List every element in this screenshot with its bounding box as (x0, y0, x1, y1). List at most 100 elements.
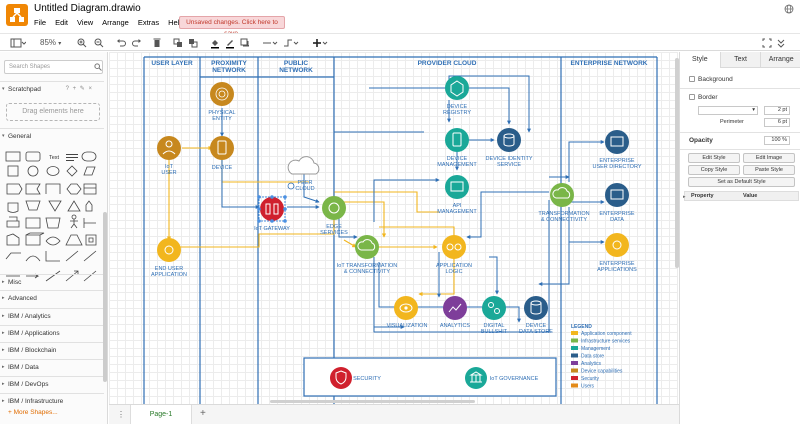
node-analytics[interactable]: ANALYTICS (440, 296, 470, 329)
label-line2: BULLSHIT (481, 329, 508, 335)
security-governance-group[interactable]: SECURITY IoT GOVERNANCE (303, 357, 557, 397)
section-ibm-applications[interactable]: ▸IBM / Applications (0, 325, 104, 341)
node-peer-cloud[interactable]: PEER CLOUD (287, 156, 320, 192)
legend[interactable]: LEGEND Application componentInfrastructu… (571, 324, 632, 390)
section-misc[interactable]: ▸Misc (0, 274, 104, 290)
tab-arrange[interactable]: Arrange (760, 52, 800, 68)
node-enterprise-user-directory[interactable]: ENTERPRISE USER DIRECTORY (592, 130, 642, 170)
sidebar-toggle-icon[interactable] (10, 37, 26, 49)
node-end-user-application[interactable]: END USER APPLICATION (151, 238, 187, 278)
swimlanes (143, 56, 658, 404)
scratchpad-tools[interactable]: ? + ✎ × (65, 86, 93, 92)
collapse-panel-icon[interactable] (776, 37, 786, 49)
enterprise-data-icon (605, 183, 629, 207)
add-page-icon[interactable]: + (200, 408, 206, 419)
menu-extras[interactable]: Extras (137, 18, 160, 27)
line-color-icon[interactable] (225, 37, 235, 49)
border-width-input[interactable]: 2 pt (764, 106, 790, 115)
zoom-out-icon[interactable] (94, 37, 104, 49)
tab-text[interactable]: Text (719, 52, 761, 68)
fingerprint-icon (210, 82, 234, 106)
format-panel: Style Text Arrange Background Border ▾ 2… (679, 52, 800, 424)
section-advanced[interactable]: ▸Advanced (0, 290, 104, 306)
scratchpad-drop-area[interactable]: Drag elements here (6, 103, 100, 121)
node-enterprise-data[interactable]: ENTERPRISE DATA (599, 183, 635, 223)
menu-arrange[interactable]: Arrange (102, 18, 129, 27)
node-transformation-connectivity[interactable]: TRANSFORMATION & CONNECTIVITY (538, 183, 590, 223)
perimeter-input[interactable]: 6 pt (764, 118, 790, 127)
copy-style-button[interactable]: Copy Style (688, 165, 740, 175)
node-iot-gateway[interactable]: IoT GATEWAY (254, 195, 290, 232)
node-device-data-store[interactable]: DEVICE DATA STORE (519, 296, 553, 335)
zoom-level-dropdown[interactable]: 85% ▾ (40, 38, 62, 47)
set-default-style-button[interactable]: Set as Default Style (688, 177, 795, 187)
search-icon[interactable] (94, 63, 103, 73)
fill-color-icon[interactable] (210, 37, 220, 49)
undo-icon[interactable] (116, 37, 126, 49)
connection-style-icon[interactable] (262, 37, 278, 49)
waypoints-icon[interactable] (283, 37, 299, 49)
general-shapes-palette[interactable]: Text (4, 151, 102, 316)
delete-icon[interactable] (153, 37, 161, 49)
node-api-management[interactable]: API MANAGEMENT (437, 175, 477, 215)
redo-icon[interactable] (132, 37, 142, 49)
tab-style[interactable]: Style (680, 52, 720, 68)
node-iot-user[interactable]: IoT USER (157, 136, 181, 176)
background-checkbox[interactable] (689, 76, 695, 82)
property-expand-icon[interactable]: ▸ (683, 194, 686, 200)
to-back-icon[interactable] (188, 37, 198, 49)
document-title[interactable]: Untitled Diagram.drawio (34, 3, 141, 14)
shadow-icon[interactable] (240, 37, 250, 49)
paste-style-button[interactable]: Paste Style (743, 165, 795, 175)
label-line1: EDGE (326, 224, 342, 230)
node-edge-services[interactable]: EDGE SERVICES (320, 196, 348, 236)
node-device-management[interactable]: DEVICE MANAGEMENT (437, 128, 477, 168)
node-iot-transformation[interactable]: IoT TRANSFORMATION & CONNECTIVITY (337, 235, 398, 275)
section-ibm-blockchain[interactable]: ▸IBM / Blockchain (0, 342, 104, 358)
border-style-select[interactable]: ▾ (698, 106, 758, 115)
to-front-icon[interactable] (173, 37, 183, 49)
menu-help[interactable]: Help (168, 18, 184, 27)
node-device-identity-service[interactable]: DEVICE IDENTITY SERVICE (485, 128, 533, 168)
node-device-registry[interactable]: DEVICE REGISTRY (443, 76, 471, 116)
search-shapes-input[interactable]: Search Shapes (4, 60, 103, 74)
opacity-input[interactable]: 100 % (764, 136, 790, 145)
canvas-horizontal-scrollbar[interactable] (270, 400, 475, 403)
section-ibm-infrastructure[interactable]: ▸IBM / Infrastructure (0, 393, 104, 409)
canvas-vertical-scrollbar[interactable] (675, 58, 679, 268)
section-ibm-data[interactable]: ▸IBM / Data (0, 359, 104, 375)
node-device[interactable]: DEVICE (210, 136, 234, 171)
background-option[interactable]: Background (689, 76, 733, 83)
section-scratchpad[interactable]: ▾Scratchpad (0, 81, 104, 97)
menu-edit[interactable]: Edit (55, 18, 69, 27)
section-ibm-devops[interactable]: ▸IBM / DevOps (0, 376, 104, 392)
node-visualization[interactable]: VISUALIZATION (387, 296, 428, 329)
node-enterprise-applications[interactable]: ENTERPRISE APPLICATIONS (597, 233, 637, 273)
node-physical-entity[interactable]: PHYSICAL ENTITY (208, 82, 236, 122)
page-menu-icon[interactable]: ⋮ (117, 410, 125, 419)
unsaved-changes-notice[interactable]: Unsaved changes. Click here to save. (179, 16, 285, 37)
zoom-in-icon[interactable] (77, 37, 87, 49)
collapsed-arrow-icon: ▸ (2, 330, 5, 336)
insert-icon[interactable] (312, 37, 328, 49)
sidebar-scrollbar[interactable] (103, 212, 107, 382)
menu-file[interactable]: File (34, 18, 47, 27)
border-option[interactable]: Border (689, 94, 718, 101)
section-general[interactable]: ▾General (0, 128, 104, 144)
edit-style-button[interactable]: Edit Style (688, 153, 740, 163)
page-tab-page-1[interactable]: Page-1 (130, 405, 192, 424)
node-application-logic[interactable]: APPLICATION LOGIC (436, 235, 472, 275)
label-line1: DEVICE (447, 156, 468, 162)
collapsed-arrow-icon: ▸ (2, 398, 5, 404)
more-shapes-link[interactable]: + More Shapes... (8, 409, 58, 416)
label-line2: LOGIC (445, 269, 462, 275)
border-checkbox[interactable] (689, 94, 695, 100)
menu-view[interactable]: View (77, 18, 94, 27)
node-digital-bullshit[interactable]: DIGITAL BULLSHIT (481, 296, 508, 335)
globe-icon[interactable] (784, 4, 794, 16)
fullscreen-icon[interactable] (762, 37, 772, 49)
section-ibm-analytics[interactable]: ▸IBM / Analytics (0, 308, 104, 324)
edit-image-button[interactable]: Edit Image (743, 153, 795, 163)
